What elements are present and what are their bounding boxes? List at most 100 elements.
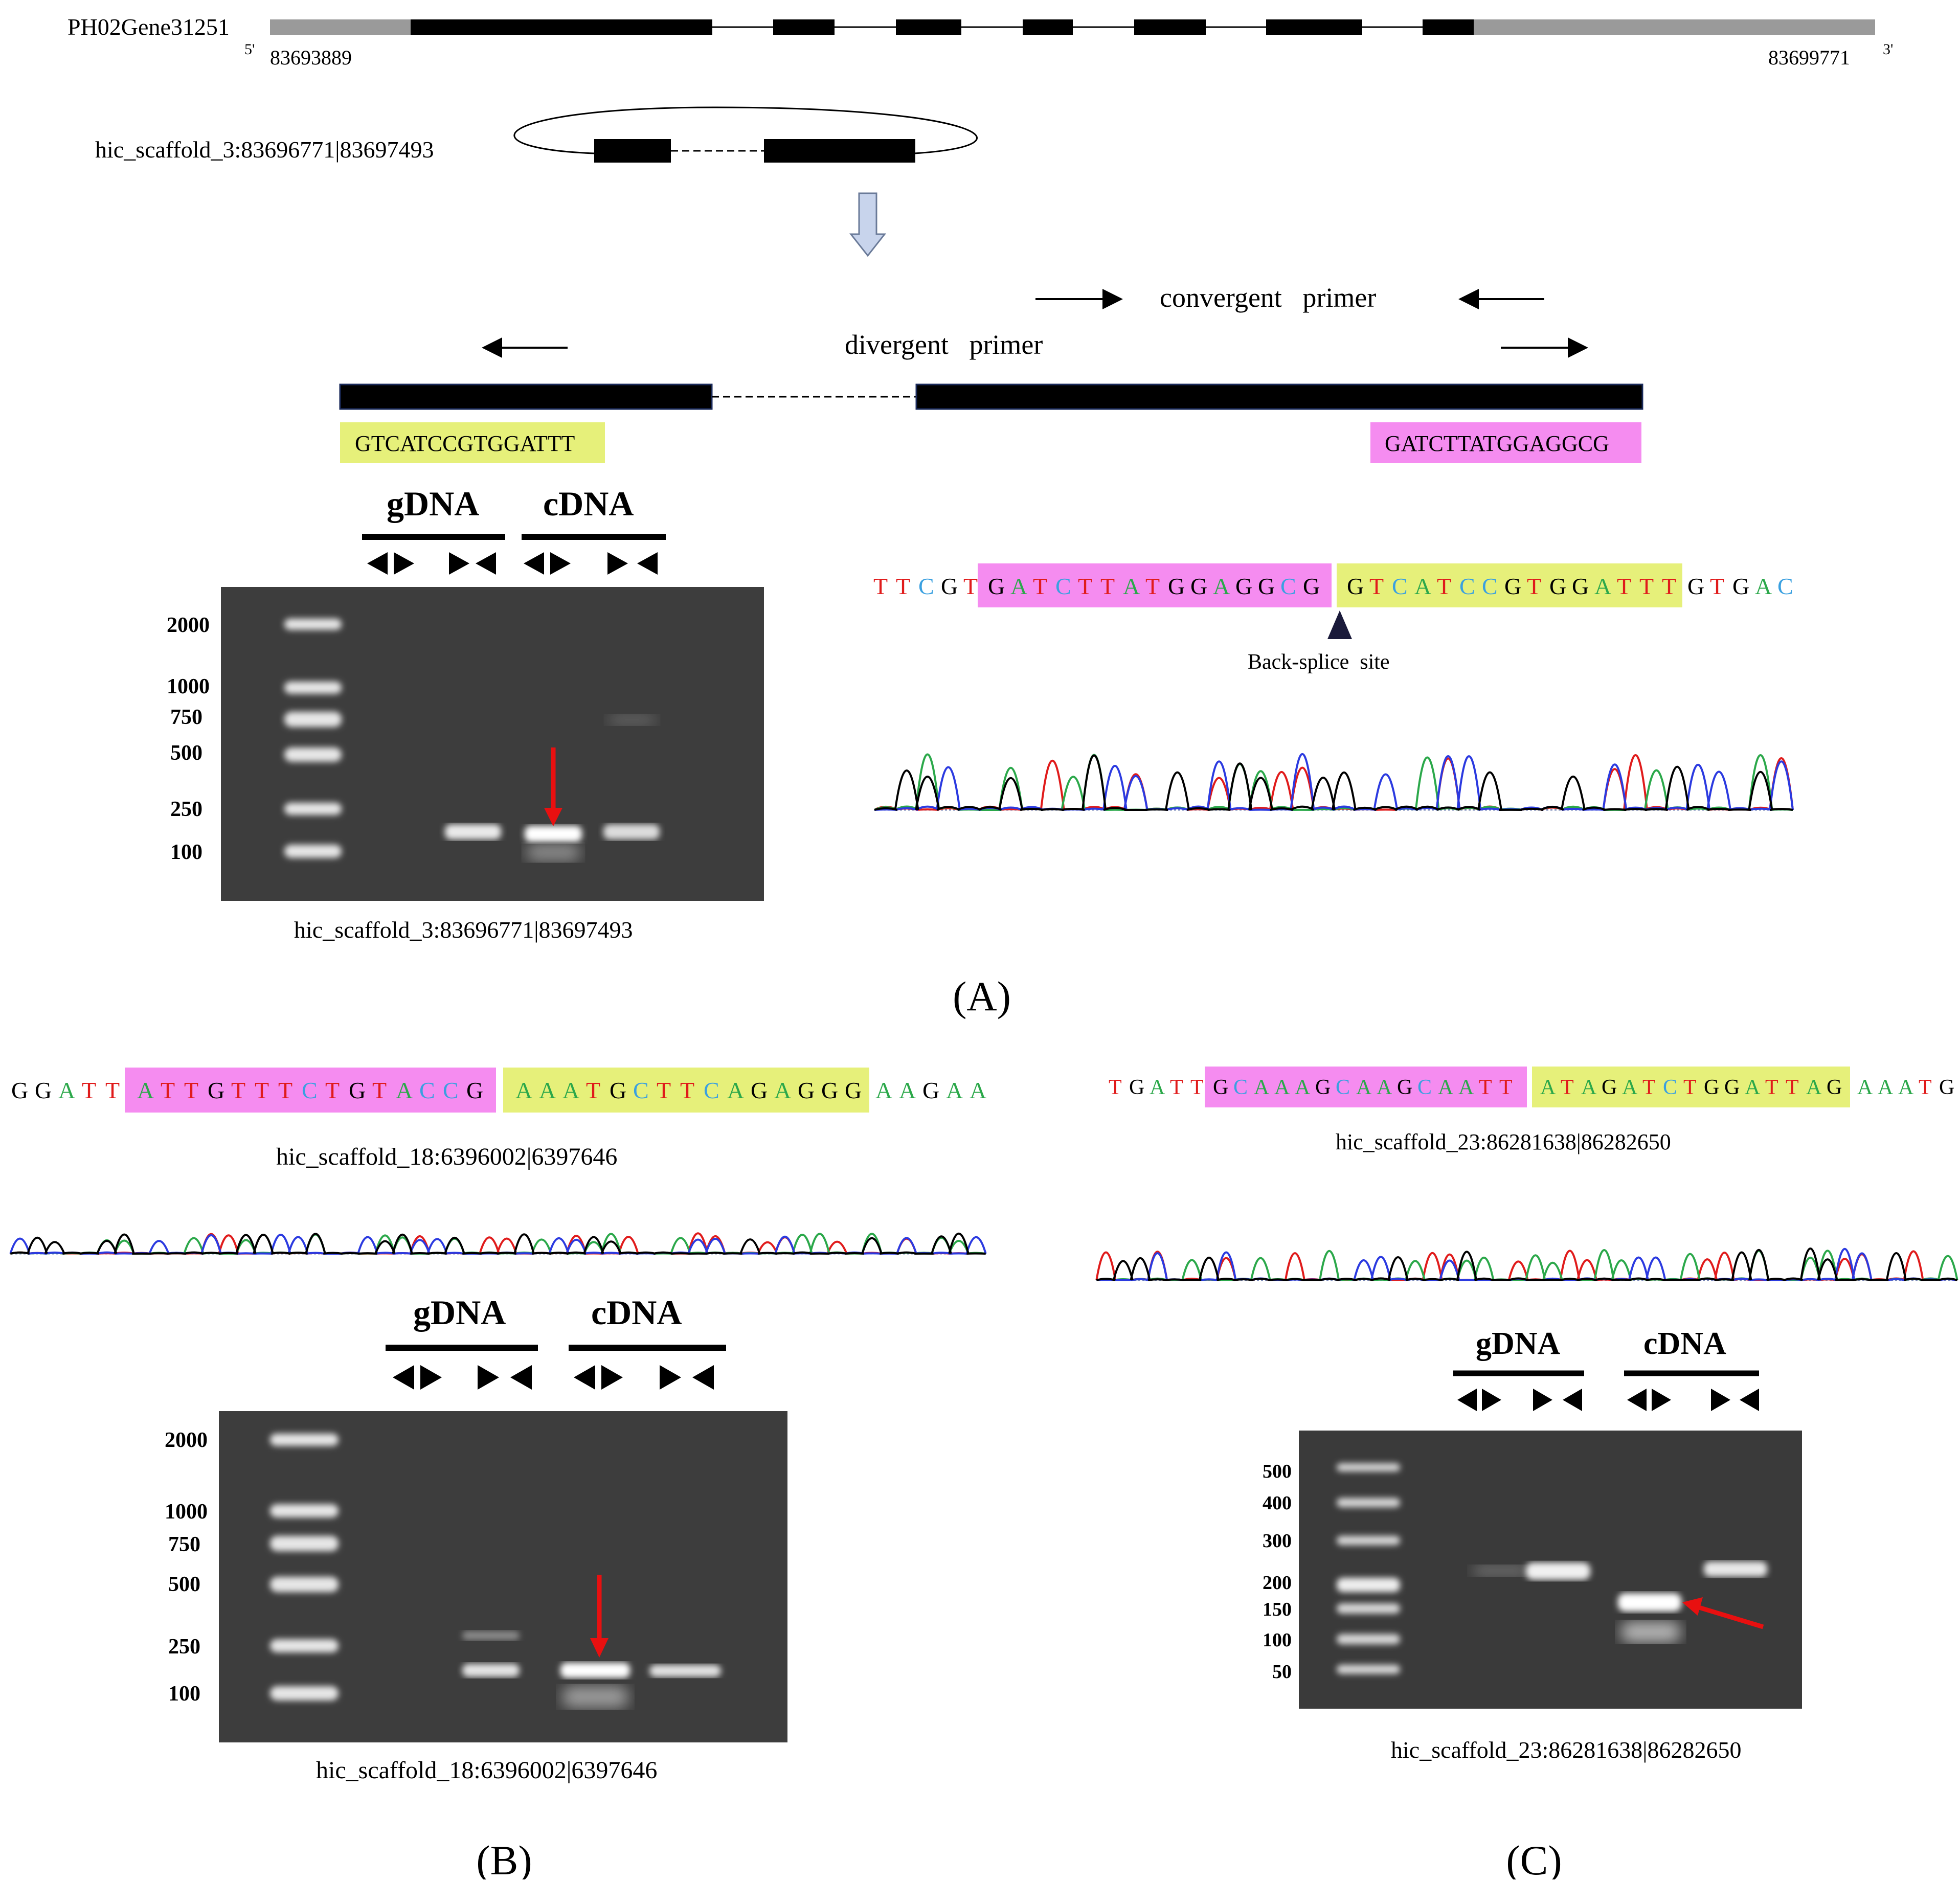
seq-base: T	[278, 1077, 292, 1103]
svg-text:100: 100	[168, 1682, 200, 1706]
gel-b: gDNA cDNA 2000 1000 750	[165, 1293, 787, 1784]
svg-text:2000: 2000	[165, 1428, 208, 1452]
seq-base: G	[1347, 573, 1364, 599]
seq-base: C	[1233, 1076, 1248, 1099]
seq-base: G	[941, 573, 958, 599]
chromatogram-a	[874, 753, 1794, 811]
seq-base: C	[1663, 1076, 1677, 1099]
gene-structure: PH02Gene31251 5' 83693889 83699771 3'	[67, 14, 1893, 69]
gel-a-red-arrow-icon	[544, 747, 562, 826]
seq-base: G	[1827, 1076, 1842, 1099]
seq-base: C	[1459, 573, 1475, 599]
circ-exon-left	[594, 139, 671, 163]
seq-base: A	[1581, 1076, 1597, 1099]
svg-text:gDNA: gDNA	[413, 1293, 506, 1332]
seq-base: A	[1438, 1076, 1454, 1099]
gene-exon-4	[1023, 19, 1073, 35]
gel-a-bands	[445, 715, 660, 861]
seq-c-pink-box	[1205, 1067, 1527, 1107]
seq-a-pink-box	[978, 563, 1332, 607]
circ-label: hic_scaffold_3:83696771|83697493	[95, 137, 434, 163]
primer-seq-right: GATCTTATGGAGGCG	[1385, 431, 1609, 456]
seq-base: G	[821, 1077, 838, 1103]
seq-base: G	[1549, 573, 1566, 599]
svg-text:2000: 2000	[167, 614, 210, 637]
seq-base: A	[1123, 573, 1140, 599]
svg-text:100: 100	[1263, 1629, 1292, 1651]
panel-tag-c: (C)	[1506, 1837, 1562, 1879]
gel-a: gDNA cDNA 2000 1000	[167, 484, 764, 943]
seq-base: G	[610, 1077, 626, 1103]
primer-seq-left-box	[340, 422, 605, 463]
seq-base: A	[562, 1077, 579, 1103]
seq-base: T	[1078, 573, 1092, 599]
gene-exon-3	[896, 19, 961, 35]
seq-base: G	[11, 1077, 28, 1103]
seq-base: A	[970, 1077, 986, 1103]
seq-base: A	[1898, 1076, 1914, 1099]
seq-base: G	[1213, 1076, 1228, 1099]
gene-exon-5	[1134, 19, 1206, 35]
seq-base: C	[1482, 573, 1498, 599]
seq-base: G	[1258, 573, 1275, 599]
panel-tag-a: (A)	[953, 973, 1011, 1019]
seq-base: G	[1687, 573, 1704, 599]
chromatogram-trace	[874, 754, 1793, 811]
chromatogram-trace	[10, 1232, 986, 1255]
seq-base: G	[798, 1077, 815, 1103]
seq-base: T	[1170, 1076, 1183, 1099]
seq-base: G	[1397, 1076, 1412, 1099]
seq-base: C	[1055, 573, 1071, 599]
svg-text:750: 750	[170, 706, 202, 729]
back-splice-label: Back-splice site	[1248, 650, 1390, 674]
svg-text:750: 750	[168, 1533, 200, 1556]
seq-base: A	[1806, 1076, 1822, 1099]
seq-base: T	[1109, 1076, 1122, 1099]
seq-base: A	[1622, 1076, 1638, 1099]
seq-base: A	[946, 1077, 963, 1103]
gene-utr-left	[270, 19, 411, 35]
gel-c-bands	[1473, 1561, 1767, 1642]
seq-base: A	[1878, 1076, 1894, 1099]
gene-exon-7	[1423, 19, 1474, 35]
gel-c-ladder	[1337, 1463, 1400, 1674]
gene-three-prime: 3'	[1883, 41, 1893, 58]
seq-base: G	[1504, 573, 1521, 599]
seq-base: G	[35, 1077, 52, 1103]
seq-base: G	[1168, 573, 1185, 599]
seq-base: G	[1704, 1076, 1719, 1099]
seq-base: T	[1683, 1076, 1697, 1099]
gene-start-coord: 83693889	[270, 46, 352, 69]
seq-base: T	[680, 1077, 694, 1103]
svg-text:150: 150	[1263, 1599, 1292, 1620]
chromatogram-trace	[1096, 1249, 1958, 1281]
gel-a-header-gdna: gDNA	[387, 484, 479, 523]
seq-base: T	[1919, 1076, 1932, 1099]
seq-base: A	[1857, 1076, 1873, 1099]
seq-base: A	[875, 1077, 892, 1103]
gene-end-coord: 83699771	[1768, 46, 1850, 69]
seq-base: G	[1939, 1076, 1954, 1099]
seq-b-pink-box	[125, 1068, 496, 1113]
seq-base: A	[1745, 1076, 1761, 1099]
seq-base: A	[1213, 573, 1230, 599]
seq-base: T	[325, 1077, 340, 1103]
seq-base: A	[58, 1077, 75, 1103]
seq-base: A	[774, 1077, 791, 1103]
seq-base: T	[1190, 1076, 1204, 1099]
seq-base: A	[1414, 573, 1431, 599]
seq-base: G	[922, 1077, 939, 1103]
svg-text:500: 500	[1263, 1461, 1292, 1482]
svg-text:400: 400	[1263, 1492, 1292, 1514]
svg-text:1000: 1000	[167, 675, 210, 698]
seq-a-yellow-box	[1337, 563, 1682, 607]
seq-base: T	[1527, 573, 1541, 599]
chromatogram-trace	[10, 1233, 986, 1255]
gene-exon-1	[411, 19, 712, 35]
seq-base: T	[255, 1077, 269, 1103]
seq-base: G	[1602, 1076, 1617, 1099]
